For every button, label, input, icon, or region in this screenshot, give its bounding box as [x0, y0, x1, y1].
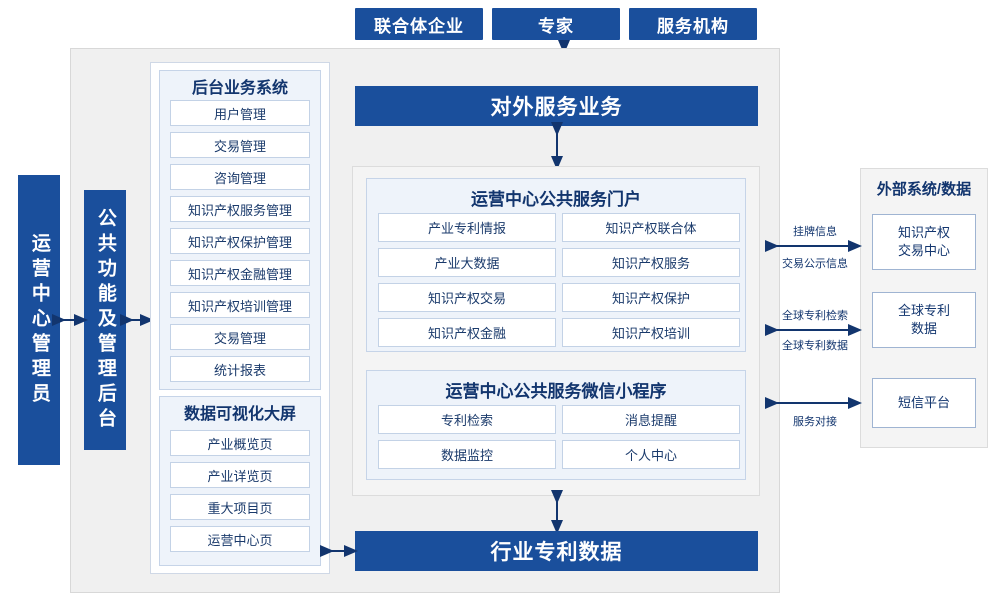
backend-item-3[interactable]: 知识产权服务管理: [170, 196, 310, 222]
external-link-label-1: 交易公示信息: [782, 258, 848, 270]
external-panel-title: 外部系统/数据: [876, 180, 972, 198]
external-item-sms-platform[interactable]: 短信平台: [872, 378, 976, 428]
visual-screen-title: 数据可视化大屏: [183, 406, 296, 423]
backend-item-2[interactable]: 咨询管理: [170, 164, 310, 190]
external-item-ip-exchange[interactable]: 知识产权交易中心: [872, 214, 976, 270]
portal-item-0[interactable]: 产业专利情报: [378, 213, 556, 242]
role-operations-admin[interactable]: 运营中心管理员: [18, 175, 60, 465]
miniprogram-title: 运营中心公共服务微信小程序: [445, 381, 667, 401]
portal-item-2[interactable]: 产业大数据: [378, 248, 556, 277]
portal-item-4[interactable]: 知识产权交易: [378, 283, 556, 312]
external-link-label-0: 挂牌信息: [793, 226, 837, 238]
arrow-admin-to-public: [52, 314, 88, 326]
module-label: 公共功能及管理后台: [94, 207, 116, 433]
backend-item-1[interactable]: 交易管理: [170, 132, 310, 158]
backend-item-6[interactable]: 知识产权培训管理: [170, 292, 310, 318]
miniprogram-item-1[interactable]: 消息提醒: [562, 405, 740, 434]
role-label: 运营中心管理员: [28, 232, 50, 408]
backend-item-7[interactable]: 交易管理: [170, 324, 310, 350]
module-public-functions[interactable]: 公共功能及管理后台: [84, 190, 126, 450]
backend-item-0[interactable]: 用户管理: [170, 100, 310, 126]
backend-business-system-title: 后台业务系统: [191, 80, 288, 97]
arrow-external-2: [765, 324, 862, 336]
top-entity-label: 联合体企业: [374, 16, 464, 36]
industry-patent-data-bar[interactable]: 行业专利数据: [355, 531, 758, 571]
portal-item-3[interactable]: 知识产权服务: [562, 248, 740, 277]
arrow-center-to-industry: [551, 490, 563, 534]
backend-item-8[interactable]: 统计报表: [170, 356, 310, 382]
visual-item-3[interactable]: 运营中心页: [170, 526, 310, 552]
miniprogram-item-2[interactable]: 数据监控: [378, 440, 556, 469]
visual-item-1[interactable]: 产业详览页: [170, 462, 310, 488]
external-link-label-3: 全球专利数据: [782, 340, 848, 352]
external-link-label-2: 全球专利检索: [782, 310, 848, 322]
portal-item-5[interactable]: 知识产权保护: [562, 283, 740, 312]
top-entity-label: 专家: [538, 16, 574, 36]
top-entity-lianheti[interactable]: 联合体企业: [355, 8, 483, 40]
external-link-label-4: 服务对接: [793, 416, 837, 428]
external-item-label: 知识产权交易中心: [897, 225, 950, 258]
top-entity-expert[interactable]: 专家: [492, 8, 620, 40]
external-item-label: 短信平台: [897, 395, 950, 411]
external-item-global-patent-data[interactable]: 全球专利数据: [872, 292, 976, 348]
portal-item-7[interactable]: 知识产权培训: [562, 318, 740, 347]
external-item-label: 全球专利数据: [897, 303, 950, 336]
arrow-public-to-backend: [120, 314, 154, 326]
portal-item-1[interactable]: 知识产权联合体: [562, 213, 740, 242]
visual-item-0[interactable]: 产业概览页: [170, 430, 310, 456]
arrow-service-to-portal: [551, 122, 563, 170]
top-entity-label: 服务机构: [657, 16, 729, 36]
backend-item-4[interactable]: 知识产权保护管理: [170, 228, 310, 254]
miniprogram-item-0[interactable]: 专利检索: [378, 405, 556, 434]
external-service-bar[interactable]: 对外服务业务: [355, 86, 758, 126]
backend-item-5[interactable]: 知识产权金融管理: [170, 260, 310, 286]
visual-item-2[interactable]: 重大项目页: [170, 494, 310, 520]
miniprogram-item-3[interactable]: 个人中心: [562, 440, 740, 469]
portal-title: 运营中心公共服务门户: [471, 189, 641, 209]
portal-item-6[interactable]: 知识产权金融: [378, 318, 556, 347]
arrow-visual-to-industry: [320, 545, 358, 557]
top-entity-service-org[interactable]: 服务机构: [629, 8, 757, 40]
arrow-external-1: [765, 240, 862, 252]
arrow-external-3: [765, 397, 862, 409]
